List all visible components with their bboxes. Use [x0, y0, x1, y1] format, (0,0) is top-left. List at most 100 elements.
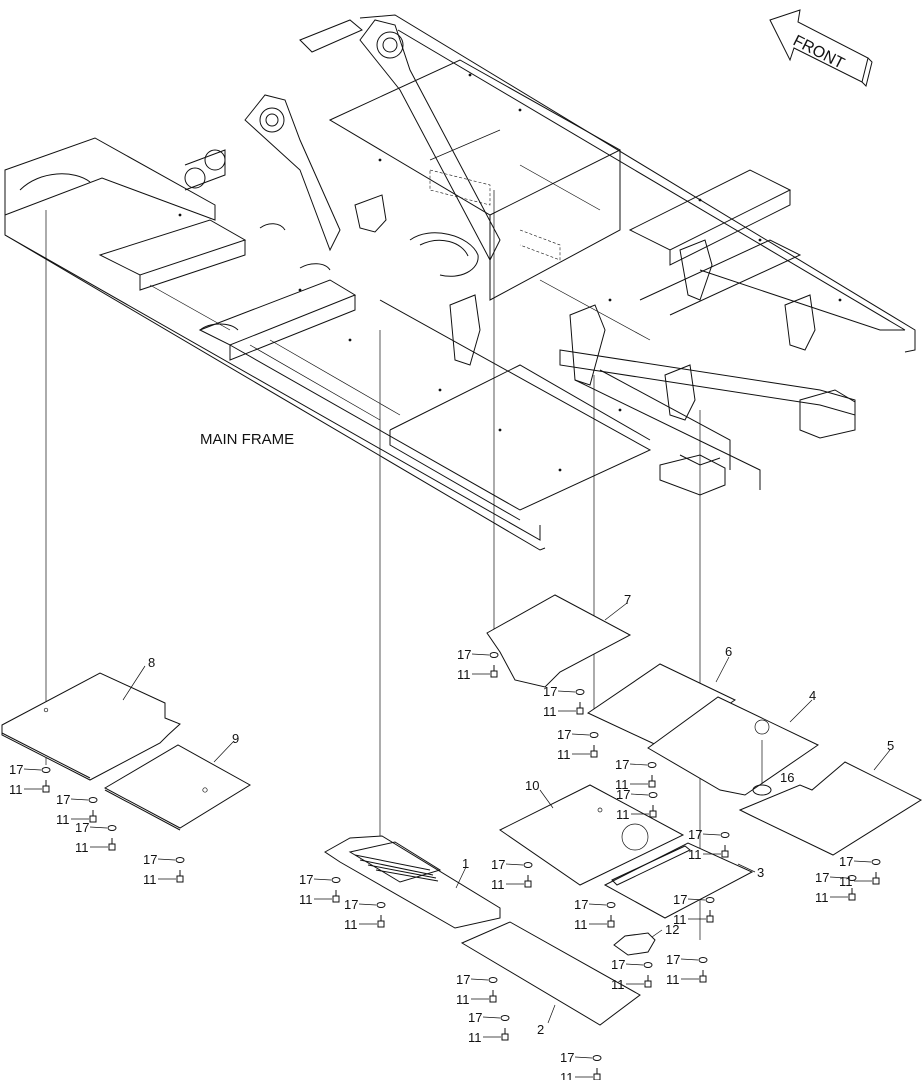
washer-label: 17 — [815, 870, 829, 885]
bolt-label: 11 — [616, 807, 630, 822]
washer-icon — [488, 977, 498, 983]
washer-label: 17 — [456, 972, 470, 987]
washer-icon — [592, 1055, 602, 1061]
washer-label: 17 — [457, 647, 471, 662]
bolt-label: 11 — [688, 847, 702, 862]
bolt-icon — [593, 1068, 601, 1080]
washer-icon — [847, 875, 857, 881]
washer-label: 17 — [616, 787, 630, 802]
bolt-label: 11 — [839, 874, 853, 889]
washer-icon — [88, 797, 98, 803]
bolt-icon — [721, 845, 729, 858]
bolt-icon — [590, 745, 598, 758]
washer-label: 17 — [557, 727, 571, 742]
front-arrow: FRONT — [769, 9, 873, 87]
bolt-icon — [576, 702, 584, 715]
bolt-icon — [706, 910, 714, 923]
washer-icon — [589, 732, 599, 738]
bolt-icon — [699, 970, 707, 983]
main-frame — [4, 14, 916, 551]
bolt-label: 11 — [560, 1070, 574, 1080]
washer-label: 17 — [491, 857, 505, 872]
washer-label: 17 — [143, 852, 157, 867]
cover-plate-2: 2 — [460, 921, 641, 1037]
cover-plate-6: 6 — [586, 644, 737, 749]
cover-plate-9: 9 — [103, 731, 251, 831]
bolt-icon — [644, 975, 652, 988]
cover-plate-12: 12 — [613, 922, 679, 956]
washer-label: 17 — [9, 762, 23, 777]
callout-9: 9 — [232, 731, 239, 746]
bolt-label: 11 — [615, 777, 629, 792]
washer-label: 17 — [666, 952, 680, 967]
bolt-icon — [332, 890, 340, 903]
washer-icon — [331, 877, 341, 883]
washer-label: 17 — [299, 872, 313, 887]
callout-7: 7 — [624, 592, 631, 607]
bolt-label: 11 — [9, 782, 23, 797]
bolt-icon — [872, 872, 880, 885]
washer-icon — [41, 767, 51, 773]
cover-plate-10: 10 — [499, 778, 685, 886]
bolt-label: 11 — [56, 812, 70, 827]
front-label: FRONT — [790, 32, 847, 72]
washer-label: 17 — [574, 897, 588, 912]
washer-label: 17 — [615, 757, 629, 772]
washer-label: 17 — [839, 854, 853, 869]
callout-4: 4 — [809, 688, 816, 703]
washer-label: 17 — [688, 827, 702, 842]
callout-16: 16 — [780, 770, 794, 785]
washer-label: 17 — [543, 684, 557, 699]
callout-8: 8 — [148, 655, 155, 670]
callout-1: 1 — [462, 856, 469, 871]
main-frame-label: MAIN FRAME — [200, 431, 294, 448]
bolt-label: 11 — [611, 977, 625, 992]
washer-icon — [500, 1015, 510, 1021]
bolt-label: 11 — [75, 840, 89, 855]
bolt-icon — [648, 775, 656, 788]
bolt-label: 11 — [673, 912, 687, 927]
washer-label: 17 — [468, 1010, 482, 1025]
cover-plate-5: 5 — [738, 738, 923, 856]
cover-plate-8: 8 — [1, 655, 181, 781]
washer-icon — [648, 792, 658, 798]
bolt-icon — [607, 915, 615, 928]
callout-3: 3 — [757, 865, 764, 880]
bolt-label: 11 — [456, 992, 470, 1007]
washer-icon — [606, 902, 616, 908]
washer-icon — [705, 897, 715, 903]
bolt-icon — [501, 1028, 509, 1041]
washer-icon — [376, 902, 386, 908]
bolt-label: 11 — [557, 747, 571, 762]
bolt-label: 11 — [344, 917, 358, 932]
bolt-icon — [490, 665, 498, 678]
bolt-label: 11 — [666, 972, 680, 987]
washer-icon — [175, 857, 185, 863]
washer-icon — [647, 762, 657, 768]
cover-plate-7: 7 — [486, 592, 631, 688]
callout-12: 12 — [665, 922, 679, 937]
washer-label: 17 — [75, 820, 89, 835]
washer-icon — [523, 862, 533, 868]
bolt-icon — [89, 810, 97, 823]
washer-label: 17 — [673, 892, 687, 907]
washer-icon — [107, 825, 117, 831]
